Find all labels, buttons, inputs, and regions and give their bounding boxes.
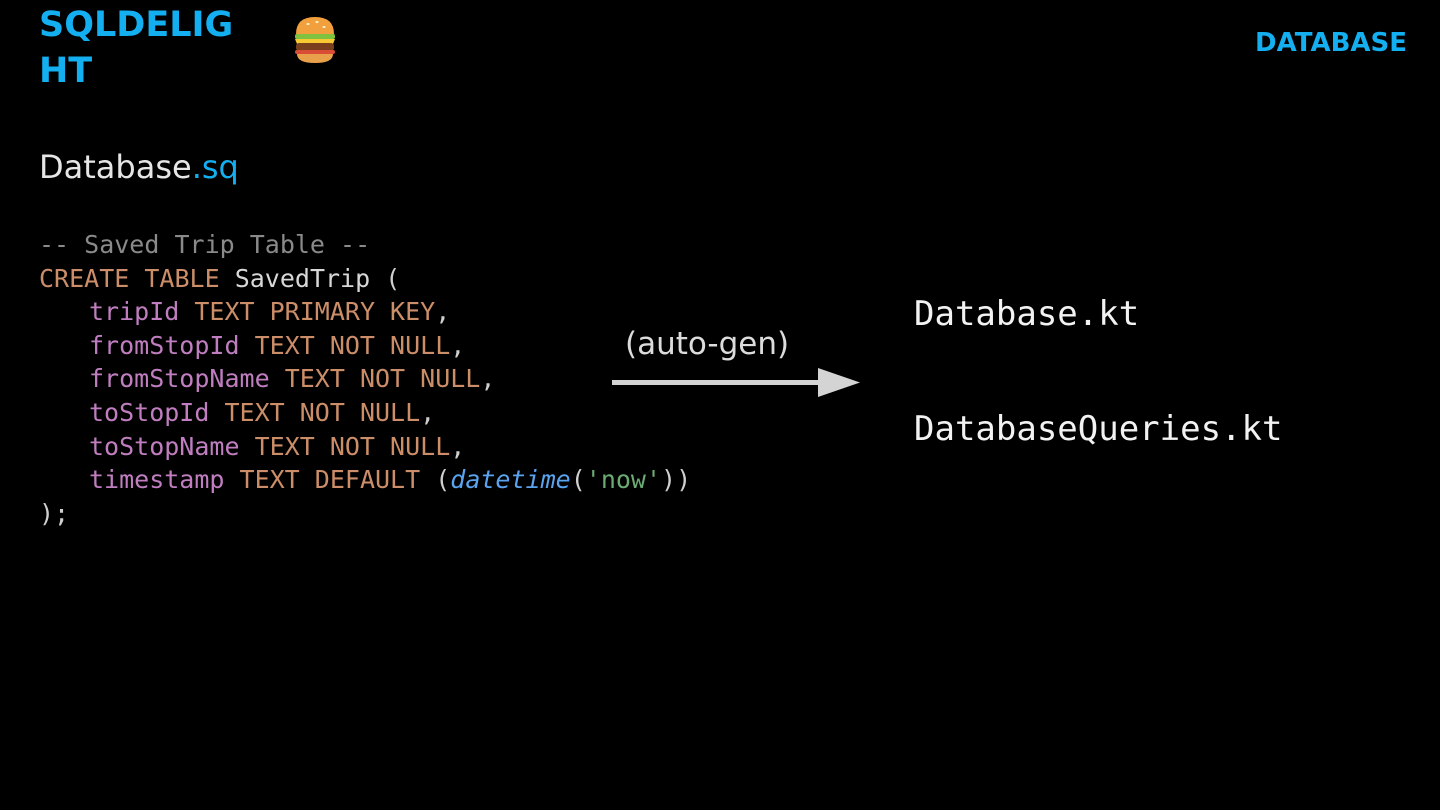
- column-name: toStopName: [89, 431, 240, 461]
- string-literal: 'now': [585, 465, 662, 495]
- column-separator: ,: [420, 397, 436, 427]
- column-name: fromStopId: [89, 330, 240, 360]
- column-type: TEXT NOT NULL: [254, 330, 451, 360]
- code-create-line: CREATE TABLE SavedTrip (: [39, 262, 691, 296]
- column-type: TEXT NOT NULL: [254, 431, 451, 461]
- output-file-database-queries-kt: DatabaseQueries.kt: [914, 409, 1283, 449]
- column-name: timestamp: [89, 465, 225, 495]
- arrow-shaft: [612, 380, 820, 385]
- create-keyword: CREATE TABLE: [39, 263, 220, 293]
- brand-title: SQLDELIGHT: [39, 5, 234, 91]
- hamburger-emoji-icon: [295, 17, 335, 63]
- arrow-head: [818, 368, 860, 397]
- code-column-line: fromStopId TEXT NOT NULL,: [39, 329, 691, 363]
- code-comment: -- Saved Trip Table --: [39, 230, 371, 259]
- open-paren: (: [385, 263, 401, 293]
- function-name: datetime: [450, 465, 571, 495]
- section-label: DATABASE: [1255, 28, 1407, 58]
- table-name: SavedTrip: [234, 263, 371, 293]
- column-name: fromStopName: [89, 364, 270, 394]
- column-separator: ,: [450, 330, 466, 360]
- default-open-paren: (: [435, 465, 451, 495]
- column-separator: ,: [480, 364, 496, 394]
- column-type: TEXT PRIMARY KEY: [194, 297, 436, 327]
- arrow-label: (auto-gen): [625, 326, 790, 362]
- code-column-line: toStopName TEXT NOT NULL,: [39, 430, 691, 464]
- output-file-database-kt: Database.kt: [914, 294, 1140, 334]
- code-column-line: toStopId TEXT NOT NULL,: [39, 396, 691, 430]
- function-open-paren: (: [570, 465, 586, 495]
- code-closing-line: );: [39, 498, 70, 528]
- column-type: TEXT NOT NULL: [224, 397, 421, 427]
- source-file-title: Database.sq: [39, 148, 239, 186]
- close-parens: )): [661, 465, 692, 495]
- column-name: tripId: [89, 297, 180, 327]
- column-separator: ,: [435, 297, 451, 327]
- right-arrow-icon: [612, 368, 860, 397]
- source-file-name: Database: [39, 148, 192, 186]
- code-timestamp-line: timestamp TEXT DEFAULT (datetime('now')): [39, 463, 691, 497]
- column-type: TEXT DEFAULT: [239, 465, 421, 495]
- column-separator: ,: [450, 431, 466, 461]
- sql-code-block: -- Saved Trip Table -- CREATE TABLE Saved…: [39, 228, 691, 530]
- code-column-line: fromStopName TEXT NOT NULL,: [39, 362, 691, 396]
- column-type: TEXT NOT NULL: [284, 364, 481, 394]
- code-column-line: tripId TEXT PRIMARY KEY,: [39, 295, 691, 329]
- source-file-extension: .sq: [191, 148, 239, 186]
- column-name: toStopId: [89, 397, 210, 427]
